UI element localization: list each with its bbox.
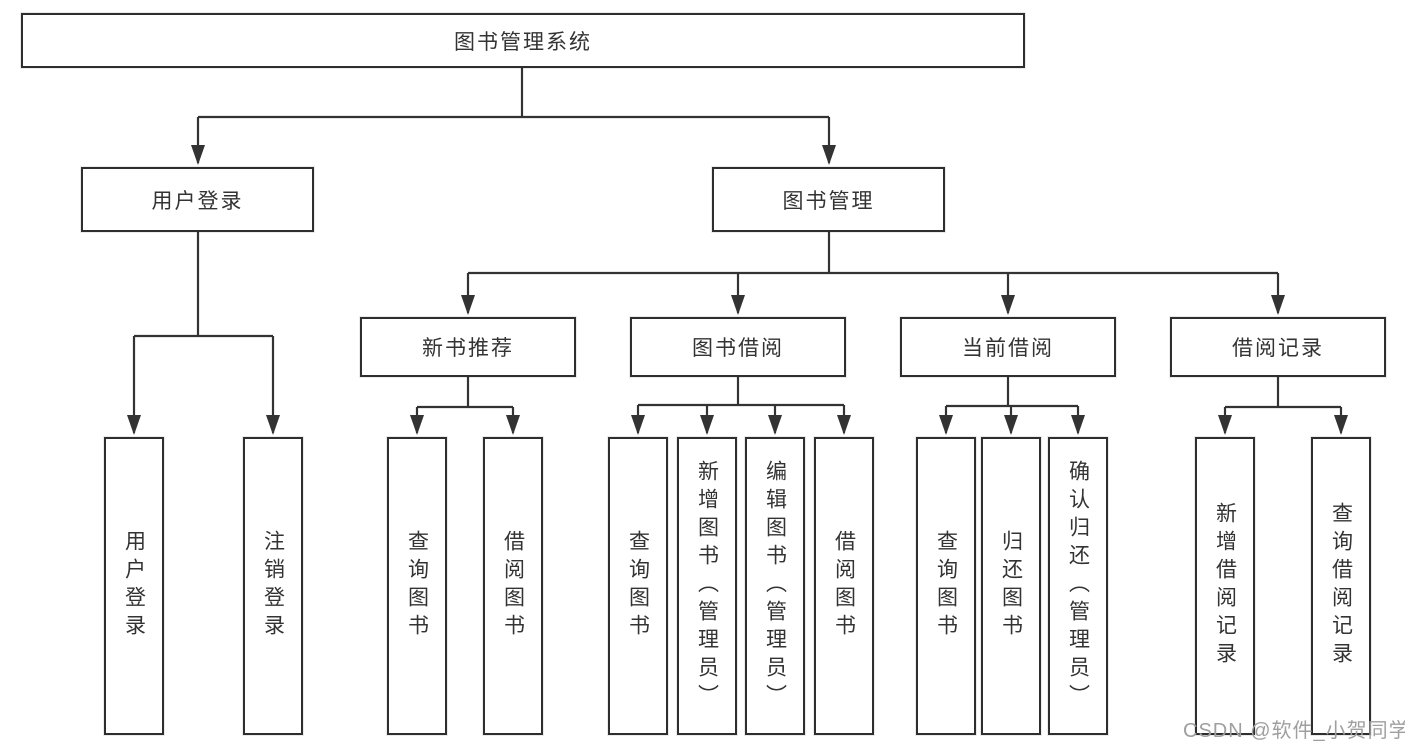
csdn-watermark: CSDN @软件_小贺同学 — [1183, 720, 1405, 742]
leaf-return-books: 归还图书 — [981, 437, 1041, 735]
leaf-label: 新增图书（管理员） — [695, 460, 719, 712]
leaf-borrow-books: 借阅图书 — [814, 437, 874, 735]
node-book-borrowing: 图书借阅 — [630, 317, 846, 377]
leaf-label: 归还图书 — [999, 530, 1023, 642]
node-label: 图书管理系统 — [454, 30, 592, 54]
node-current-borrowing: 当前借阅 — [900, 317, 1116, 377]
node-label: 新书推荐 — [422, 337, 514, 360]
leaf-label: 查询图书 — [405, 530, 429, 642]
leaf-label: 新增借阅记录 — [1213, 502, 1237, 670]
leaf-user-login: 用户登录 — [104, 437, 164, 735]
leaf-add-borrow-record: 新增借阅记录 — [1195, 437, 1255, 735]
leaf-label: 查询图书 — [626, 530, 650, 642]
leaf-add-books-admin: 新增图书（管理员） — [677, 437, 737, 735]
node-book-management: 图书管理 — [712, 167, 945, 232]
leaf-query-books-borrow: 查询图书 — [608, 437, 668, 735]
leaf-edit-books-admin: 编辑图书（管理员） — [745, 437, 805, 735]
leaf-confirm-return-admin: 确认归还（管理员） — [1048, 437, 1108, 735]
node-new-book-recommendation: 新书推荐 — [360, 317, 576, 377]
leaf-label: 借阅图书 — [501, 530, 525, 642]
leaf-query-books-current: 查询图书 — [916, 437, 976, 735]
node-user-login: 用户登录 — [81, 167, 314, 232]
leaf-label: 查询借阅记录 — [1329, 502, 1353, 670]
leaf-borrow-books-recommend: 借阅图书 — [483, 437, 543, 735]
leaf-label: 查询图书 — [934, 530, 958, 642]
leaf-label: 编辑图书（管理员） — [763, 460, 787, 712]
node-label: 当前借阅 — [962, 337, 1054, 360]
node-label: 图书借阅 — [692, 337, 784, 360]
leaf-query-borrow-record: 查询借阅记录 — [1311, 437, 1371, 735]
leaf-label: 注销登录 — [261, 530, 285, 642]
leaf-label: 确认归还（管理员） — [1066, 460, 1090, 712]
leaf-label: 借阅图书 — [832, 530, 856, 642]
leaf-logout: 注销登录 — [243, 437, 303, 735]
leaf-query-books-recommend: 查询图书 — [387, 437, 447, 735]
leaf-label: 用户登录 — [122, 530, 146, 642]
node-borrowing-records: 借阅记录 — [1170, 317, 1386, 377]
node-label: 图书管理 — [782, 189, 875, 213]
node-label: 用户登录 — [151, 189, 244, 213]
node-root-library-management-system: 图书管理系统 — [21, 13, 1025, 68]
node-label: 借阅记录 — [1232, 337, 1324, 360]
